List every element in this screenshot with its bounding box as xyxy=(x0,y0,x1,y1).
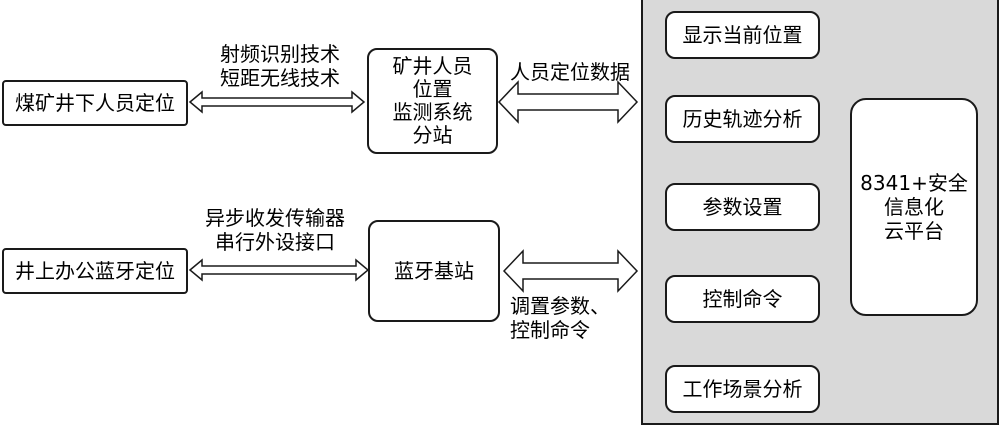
tech-top-line-2: 短距无线技术 xyxy=(220,66,340,90)
arrow-station-panel xyxy=(497,80,639,124)
arrow-bluetooth-panel xyxy=(502,249,639,293)
tech-label-top: 射频识别技术 短距无线技术 xyxy=(205,42,355,90)
office-bluetooth-box: 井上办公蓝牙定位 xyxy=(2,248,188,294)
data-top-text: 人员定位数据 xyxy=(510,60,630,84)
platform-line-3: 云平台 xyxy=(884,219,944,243)
substation-line-4: 分站 xyxy=(412,123,453,147)
data-label-top: 人员定位数据 xyxy=(500,60,640,84)
coal-mine-positioning-label: 煤矿井下人员定位 xyxy=(15,91,175,115)
monitoring-substation-box: 矿井人员 位置 监测系统 分站 xyxy=(367,48,498,154)
office-bluetooth-label: 井上办公蓝牙定位 xyxy=(15,259,175,283)
platform-line-2: 信息化 xyxy=(884,195,944,219)
arrow-office-bluetooth xyxy=(188,258,370,282)
tech-label-bottom: 异步收发传输器 串行外设接口 xyxy=(190,206,360,254)
panel-item-parameter-settings: 参数设置 xyxy=(665,183,820,231)
current-position-label: 显示当前位置 xyxy=(682,23,803,47)
panel-item-scene-analysis: 工作场景分析 xyxy=(665,365,820,413)
substation-line-2: 位置 xyxy=(412,77,453,101)
panel-item-history-track: 历史轨迹分析 xyxy=(665,95,820,143)
coal-mine-positioning-box: 煤矿井下人员定位 xyxy=(2,80,188,126)
bluetooth-station-box: 蓝牙基站 xyxy=(368,220,500,322)
data-bottom-line-2: 控制命令 xyxy=(510,318,590,342)
panel-item-control-command: 控制命令 xyxy=(665,275,820,323)
substation-line-3: 监测系统 xyxy=(392,100,473,124)
panel-item-current-position: 显示当前位置 xyxy=(665,11,820,59)
arrow-coal-station xyxy=(188,90,366,114)
bluetooth-station-label: 蓝牙基站 xyxy=(394,259,474,283)
parameter-settings-label: 参数设置 xyxy=(702,195,783,219)
tech-top-line-1: 射频识别技术 xyxy=(220,42,340,66)
tech-bottom-line-1: 异步收发传输器 xyxy=(205,206,345,230)
history-track-label: 历史轨迹分析 xyxy=(682,107,803,131)
scene-analysis-label: 工作场景分析 xyxy=(682,377,803,401)
platform-line-1: 8341+安全 xyxy=(860,171,968,195)
tech-bottom-line-2: 串行外设接口 xyxy=(215,230,335,254)
control-command-label: 控制命令 xyxy=(702,287,783,311)
substation-line-1: 矿井人员 xyxy=(392,54,473,78)
data-bottom-line-1: 调置参数、 xyxy=(510,294,610,318)
data-label-bottom: 调置参数、 控制命令 xyxy=(510,294,630,342)
cloud-platform-box: 8341+安全 信息化 云平台 xyxy=(850,98,978,316)
